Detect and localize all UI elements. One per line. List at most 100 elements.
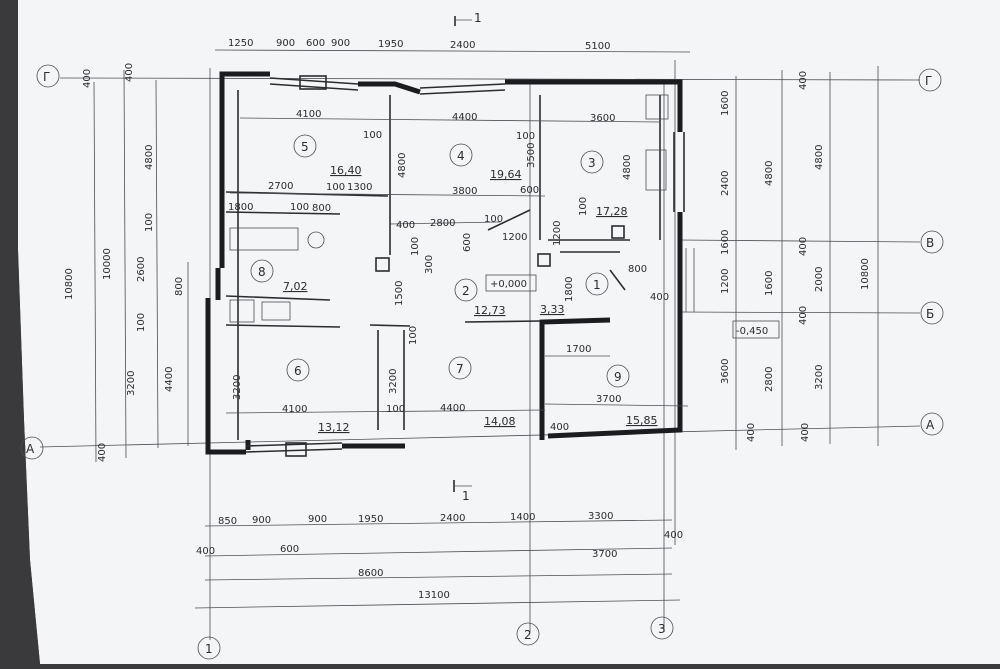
svg-text:2400: 2400 [720, 171, 731, 196]
svg-text:8600: 8600 [358, 568, 383, 579]
svg-text:400: 400 [746, 423, 757, 442]
svg-text:100: 100 [484, 214, 503, 225]
svg-text:3300: 3300 [588, 511, 613, 522]
room-number-8: 8 [258, 265, 266, 279]
svg-text:1: 1 [462, 489, 470, 503]
svg-text:2400: 2400 [440, 513, 465, 524]
svg-text:4800: 4800 [144, 145, 155, 170]
room-number-9: 9 [614, 370, 622, 384]
level-mark-main: +0,000 [485, 274, 537, 292]
svg-text:100: 100 [578, 197, 589, 216]
svg-text:4100: 4100 [296, 109, 321, 120]
axis-bubble-1: 1 [197, 636, 221, 660]
svg-text:100: 100 [144, 213, 155, 232]
axis-label-g-right: Г [925, 74, 932, 88]
room-number-4: 4 [457, 149, 465, 163]
room-number-7: 7 [456, 362, 464, 376]
svg-text:800: 800 [628, 264, 647, 275]
svg-text:2000: 2000 [814, 267, 825, 292]
room-area-9: 15,85 [626, 414, 658, 427]
svg-text:3600: 3600 [590, 113, 615, 124]
room-labels: 5 16,40 4 19,64 3 17,28 8 7,02 2 12,73 1… [250, 134, 658, 434]
svg-text:2800: 2800 [764, 367, 775, 392]
svg-text:1200: 1200 [720, 269, 731, 294]
svg-text:900: 900 [308, 514, 327, 525]
axis-bubble-g-right: Г [918, 68, 942, 92]
svg-text:3600: 3600 [720, 359, 731, 384]
svg-text:10000: 10000 [102, 248, 113, 280]
room-area-5: 16,40 [330, 164, 362, 177]
svg-text:100: 100 [386, 404, 405, 415]
svg-text:900: 900 [276, 38, 295, 49]
svg-text:4800: 4800 [814, 145, 825, 170]
svg-text:100: 100 [290, 202, 309, 213]
room-area-7: 14,08 [484, 415, 516, 428]
axis-bubble-v: В [920, 230, 944, 254]
svg-text:10800: 10800 [860, 258, 871, 290]
svg-text:400: 400 [798, 71, 809, 90]
room-area-4: 19,64 [490, 168, 522, 181]
dark-edge [0, 0, 40, 664]
svg-text:400: 400 [650, 292, 669, 303]
svg-text:3500: 3500 [526, 143, 537, 168]
svg-text:1200: 1200 [502, 232, 527, 243]
svg-text:4400: 4400 [440, 403, 465, 414]
svg-text:400: 400 [798, 306, 809, 325]
room-number-6: 6 [294, 364, 302, 378]
svg-text:600: 600 [462, 233, 473, 252]
svg-text:400: 400 [798, 237, 809, 256]
svg-text:850: 850 [218, 516, 237, 527]
svg-text:4400: 4400 [164, 367, 175, 392]
svg-text:1500: 1500 [394, 281, 405, 306]
axis-label-3: 3 [658, 622, 666, 636]
svg-text:1300: 1300 [347, 182, 372, 193]
svg-text:400: 400 [97, 443, 108, 462]
svg-text:100: 100 [363, 130, 382, 141]
svg-text:1600: 1600 [764, 271, 775, 296]
svg-text:1800: 1800 [564, 277, 575, 302]
svg-text:1250: 1250 [228, 38, 253, 49]
svg-text:100: 100 [408, 326, 419, 345]
svg-text:3800: 3800 [452, 186, 477, 197]
axis-label-2: 2 [524, 628, 532, 642]
room-number-2: 2 [462, 284, 470, 298]
svg-text:400: 400 [396, 220, 415, 231]
room-number-5: 5 [301, 140, 309, 154]
svg-text:1800: 1800 [228, 202, 253, 213]
room-area-8: 7,02 [283, 280, 308, 293]
svg-text:300: 300 [424, 255, 435, 274]
svg-text:100: 100 [136, 313, 147, 332]
interior-dimensions: 4100 4400 3600 100 100 2700 100 1300 380… [225, 109, 689, 433]
svg-text:2600: 2600 [136, 257, 147, 282]
svg-text:-0,450: -0,450 [736, 326, 768, 337]
section-mark-bottom: 1 [453, 480, 472, 503]
svg-text:400: 400 [196, 546, 215, 557]
svg-text:1950: 1950 [358, 514, 383, 525]
axis-label-v: В [926, 236, 934, 250]
svg-text:900: 900 [331, 38, 350, 49]
axis-bubble-g-left: Г [36, 64, 60, 88]
svg-text:100: 100 [326, 182, 345, 193]
svg-text:1950: 1950 [378, 39, 403, 50]
svg-text:4400: 4400 [452, 112, 477, 123]
svg-text:1600: 1600 [720, 230, 731, 255]
svg-text:2800: 2800 [430, 218, 455, 229]
svg-text:1: 1 [474, 11, 482, 25]
paper-sheet [18, 0, 1000, 664]
svg-text:5100: 5100 [585, 41, 610, 52]
svg-text:3200: 3200 [126, 371, 137, 396]
exterior-walls [205, 71, 685, 457]
svg-text:4100: 4100 [282, 404, 307, 415]
svg-text:+0,000: +0,000 [490, 279, 527, 290]
top-dimension-chain: 1250 900 600 900 1950 2400 5100 [214, 38, 691, 53]
right-dimensions: 1600 2400 1600 1200 3600 400 400 4800 40… [720, 66, 879, 450]
axis-label-1: 1 [205, 642, 213, 656]
axis-bubble-3: 3 [650, 616, 674, 640]
left-dimensions: 400 10800 400 10000 4800 100 2600 100 32… [64, 63, 189, 463]
svg-text:3200: 3200 [232, 375, 243, 400]
axis-label-a-left: А [26, 442, 35, 456]
room-area-2: 12,73 [474, 304, 506, 317]
svg-text:1200: 1200 [552, 221, 563, 246]
svg-text:4800: 4800 [397, 153, 408, 178]
svg-text:2700: 2700 [268, 181, 293, 192]
